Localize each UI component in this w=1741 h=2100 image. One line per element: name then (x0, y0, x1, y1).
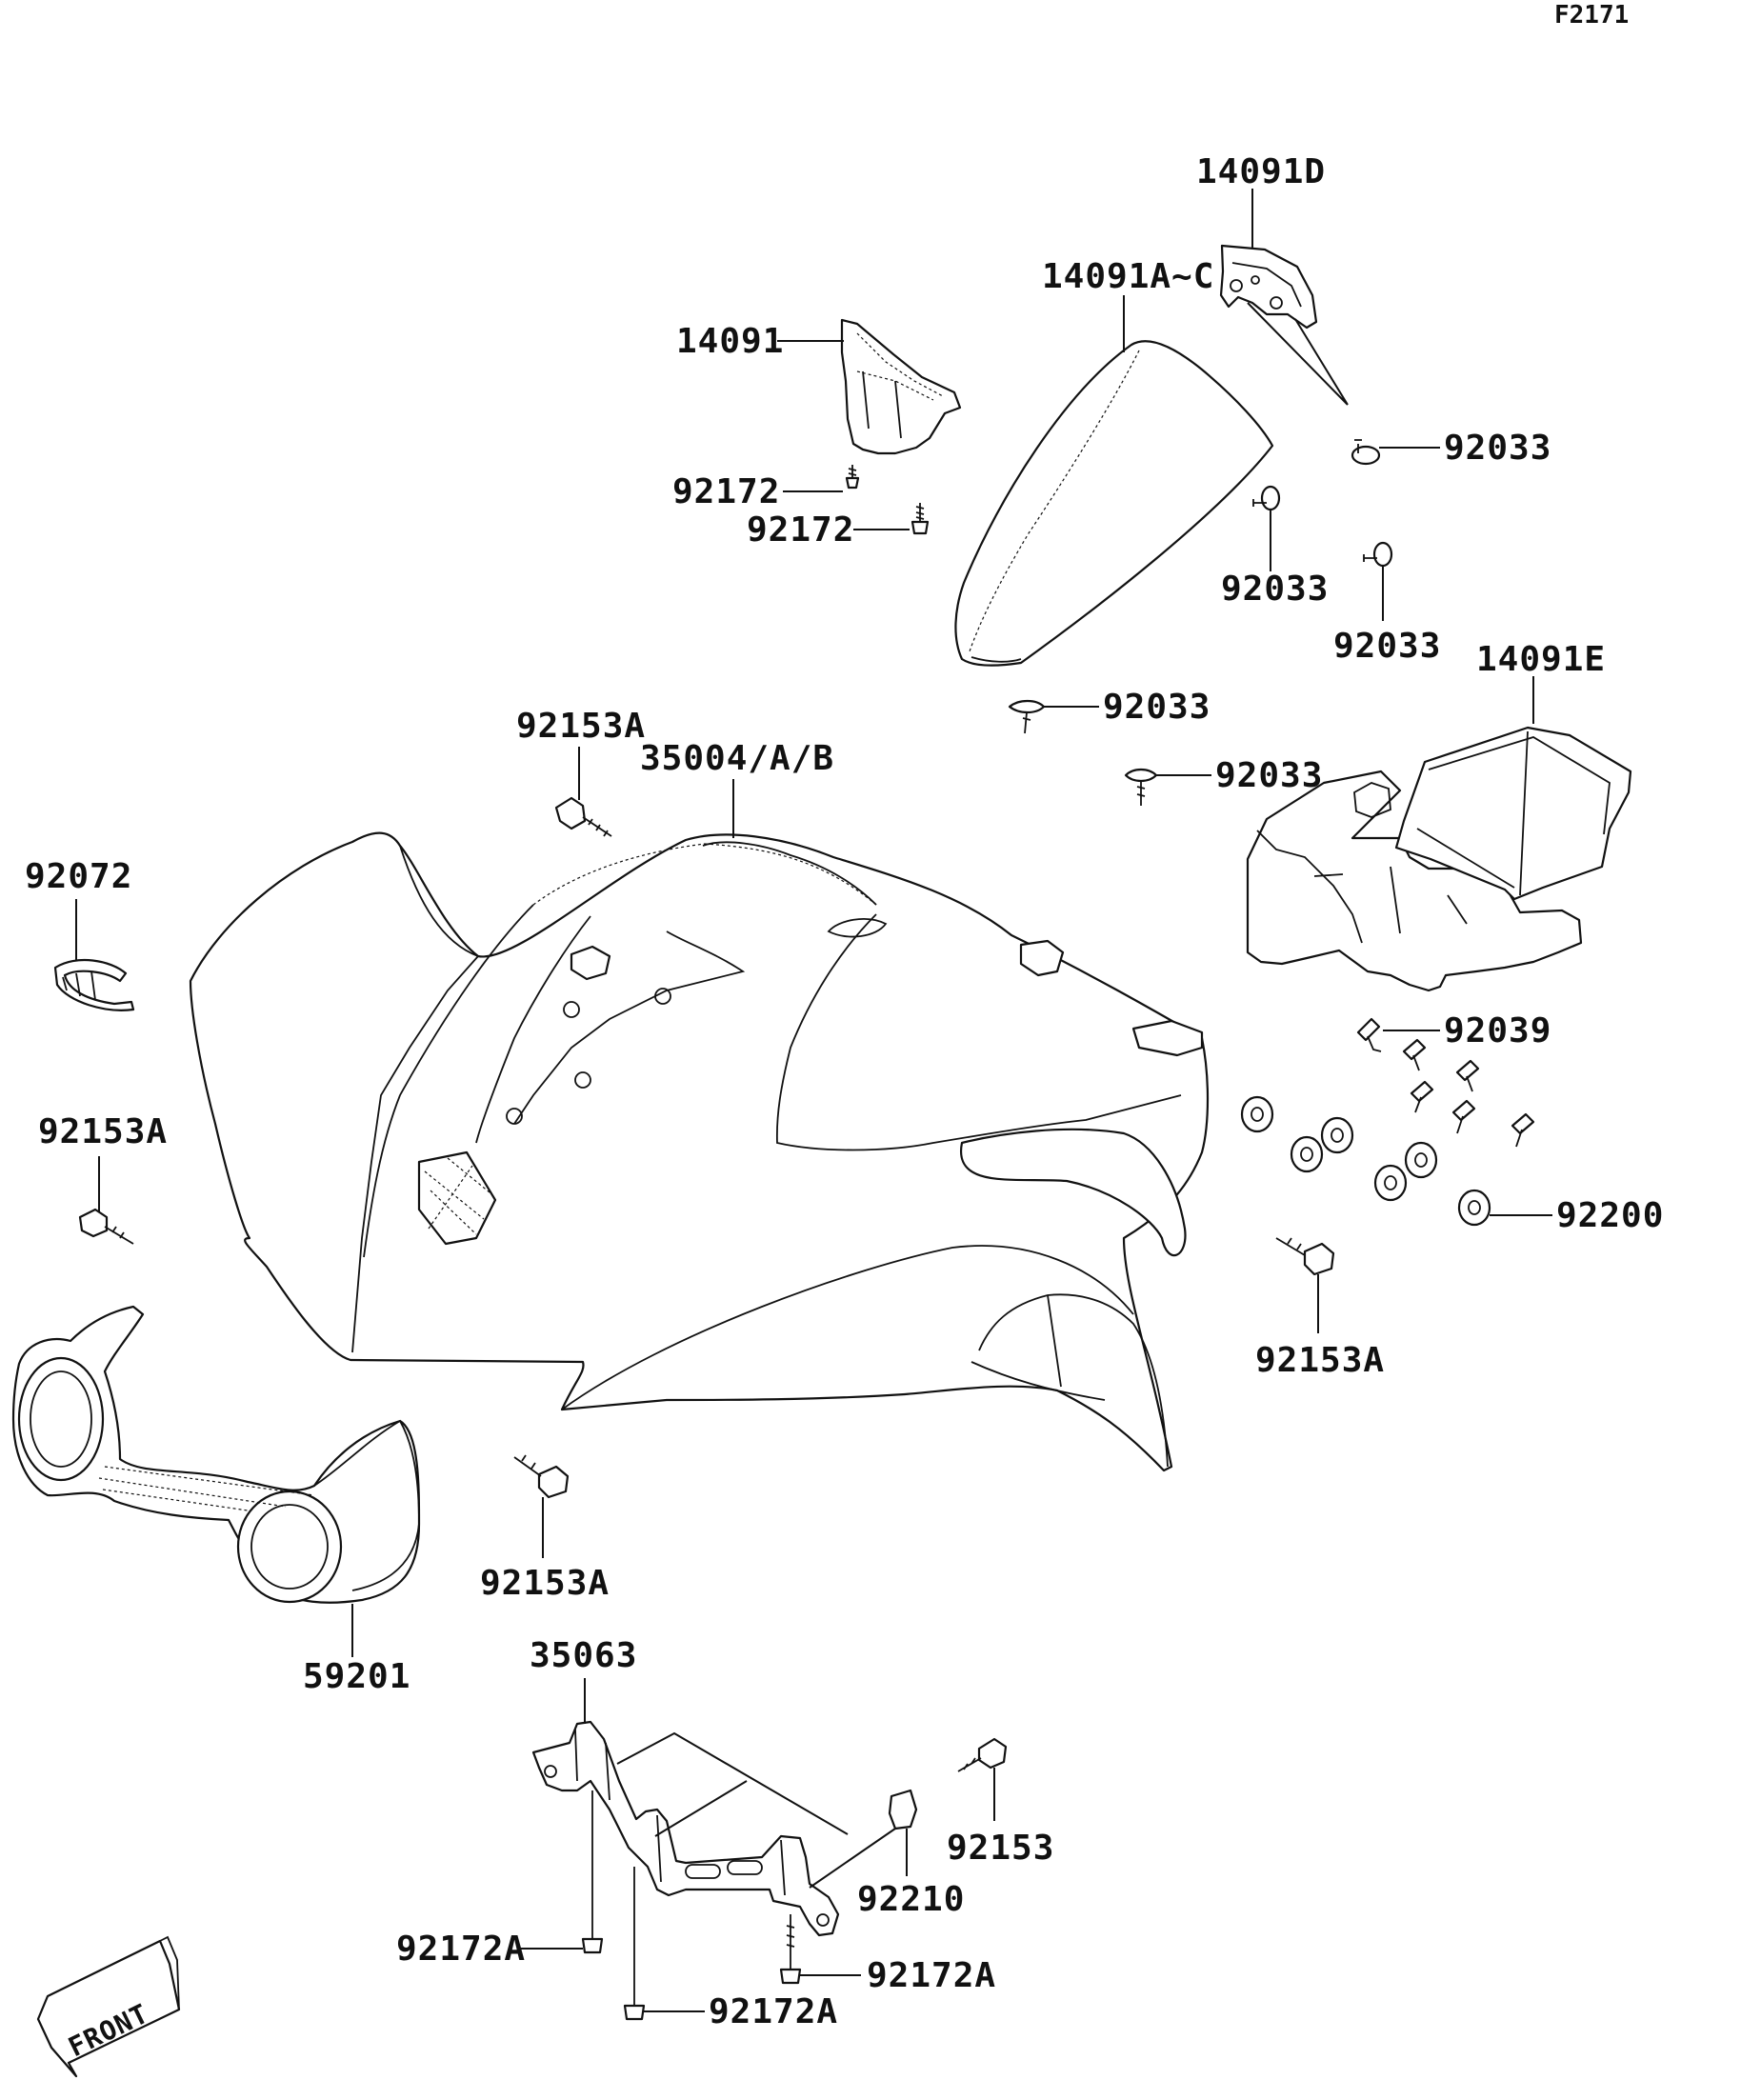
label-35004: 35004/A/B (640, 739, 834, 778)
label-92172-b: 92172 (747, 510, 854, 550)
clip-92033-d (1008, 699, 1099, 734)
label-14091: 14091 (676, 322, 784, 361)
label-92033-b: 92033 (1221, 570, 1329, 609)
front-arrow-marker: FRONT (36, 1935, 181, 2078)
screw-92172A-b (779, 1914, 861, 1985)
part-35063 (531, 1678, 896, 1937)
screw-92172A-c (623, 1867, 705, 2021)
part-14091 (777, 318, 962, 455)
bolt-92153A-left (78, 1156, 134, 1245)
figure-code: F2171 (1554, 1, 1629, 30)
label-92172A-right: 92172A (867, 1956, 996, 1995)
screws-92039 (1356, 1017, 1535, 1148)
screw-92172A-a (520, 1790, 604, 1954)
clip-92033-c (1363, 541, 1393, 621)
label-14091E: 14091E (1476, 640, 1606, 679)
label-59201: 59201 (303, 1657, 410, 1696)
label-14091D: 14091D (1196, 152, 1326, 191)
part-35004 (189, 779, 1210, 1472)
label-92172A-bottom: 92172A (709, 1992, 838, 2031)
label-92033-a: 92033 (1444, 429, 1551, 468)
part-14091D (1219, 189, 1349, 406)
part-92072 (53, 899, 135, 1011)
part-59201 (11, 1305, 421, 1657)
label-92039: 92039 (1444, 1011, 1551, 1050)
label-92033-e: 92033 (1215, 756, 1323, 795)
label-92153A-left: 92153A (38, 1112, 168, 1151)
washers-92200 (1240, 1095, 1552, 1227)
part-14091A-C (954, 295, 1274, 667)
bolt-92153 (957, 1737, 1008, 1821)
bolt-92153A-right (1275, 1237, 1335, 1333)
label-92153A-top: 92153A (516, 707, 646, 746)
label-92033-d: 92033 (1103, 688, 1211, 727)
clip-92033-e (1124, 768, 1211, 806)
callout-labels: 14091D 14091A~C 14091 92033 92172 92172 … (25, 152, 1664, 2031)
bolt-92153A-top (554, 747, 612, 837)
label-92153: 92153 (947, 1829, 1054, 1868)
label-92210: 92210 (857, 1880, 965, 1919)
clip-92033-b (1252, 485, 1281, 571)
label-92172-a: 92172 (672, 472, 780, 511)
label-92072: 92072 (25, 857, 132, 896)
label-14091A-C: 14091A~C (1042, 257, 1214, 296)
label-92172A-left: 92172A (396, 1930, 526, 1969)
fastener-92172-b (853, 503, 930, 535)
clip-92210 (888, 1789, 918, 1876)
label-35063: 35063 (530, 1636, 637, 1675)
label-92033-c: 92033 (1333, 627, 1441, 666)
fastener-92172-a (783, 465, 860, 492)
label-92153A-mid: 92153A (480, 1564, 610, 1603)
clip-92033-a (1351, 439, 1440, 466)
label-92153A-right: 92153A (1255, 1341, 1385, 1380)
part-14091E (1246, 676, 1632, 992)
label-92200: 92200 (1556, 1196, 1664, 1235)
bolt-92153A-mid (513, 1454, 570, 1558)
